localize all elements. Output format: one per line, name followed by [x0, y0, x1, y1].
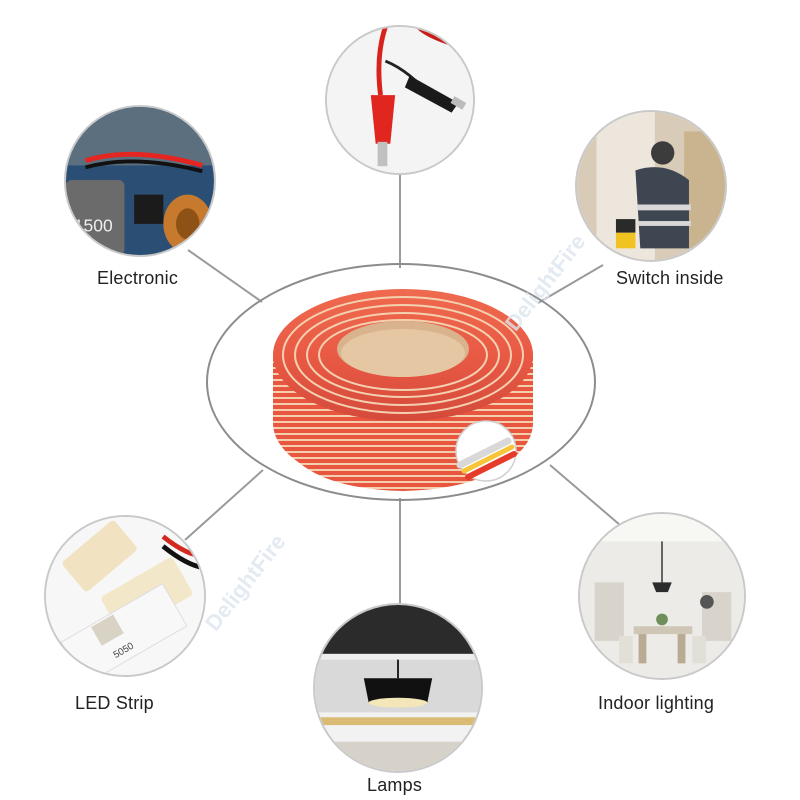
electrician-image	[577, 112, 725, 260]
label-electronic: Electronic	[97, 268, 179, 288]
dining-room-image	[580, 514, 744, 678]
cable-coil-image	[273, 289, 533, 491]
label-led-strip: LED Strip	[75, 693, 154, 713]
label-lamps: Lamps	[367, 775, 423, 795]
label-switch-inside: Switch inside	[616, 268, 724, 288]
label-indoor-lighting: Indoor lighting	[598, 693, 715, 713]
pendant-lamp-image	[315, 605, 481, 771]
alligator-clip-image	[327, 27, 473, 173]
photo-switch-inside	[575, 110, 727, 262]
photo-alligator-clip	[325, 25, 475, 175]
photo-lamps	[313, 603, 483, 773]
photo-electronic: 1500	[64, 105, 216, 257]
led-strip-image: 5050	[46, 517, 204, 675]
electronic-circuit-image: 1500	[66, 107, 214, 255]
photo-indoor-lighting	[578, 512, 746, 680]
photo-led-strip: 5050	[44, 515, 206, 677]
center-ellipse	[206, 263, 596, 501]
